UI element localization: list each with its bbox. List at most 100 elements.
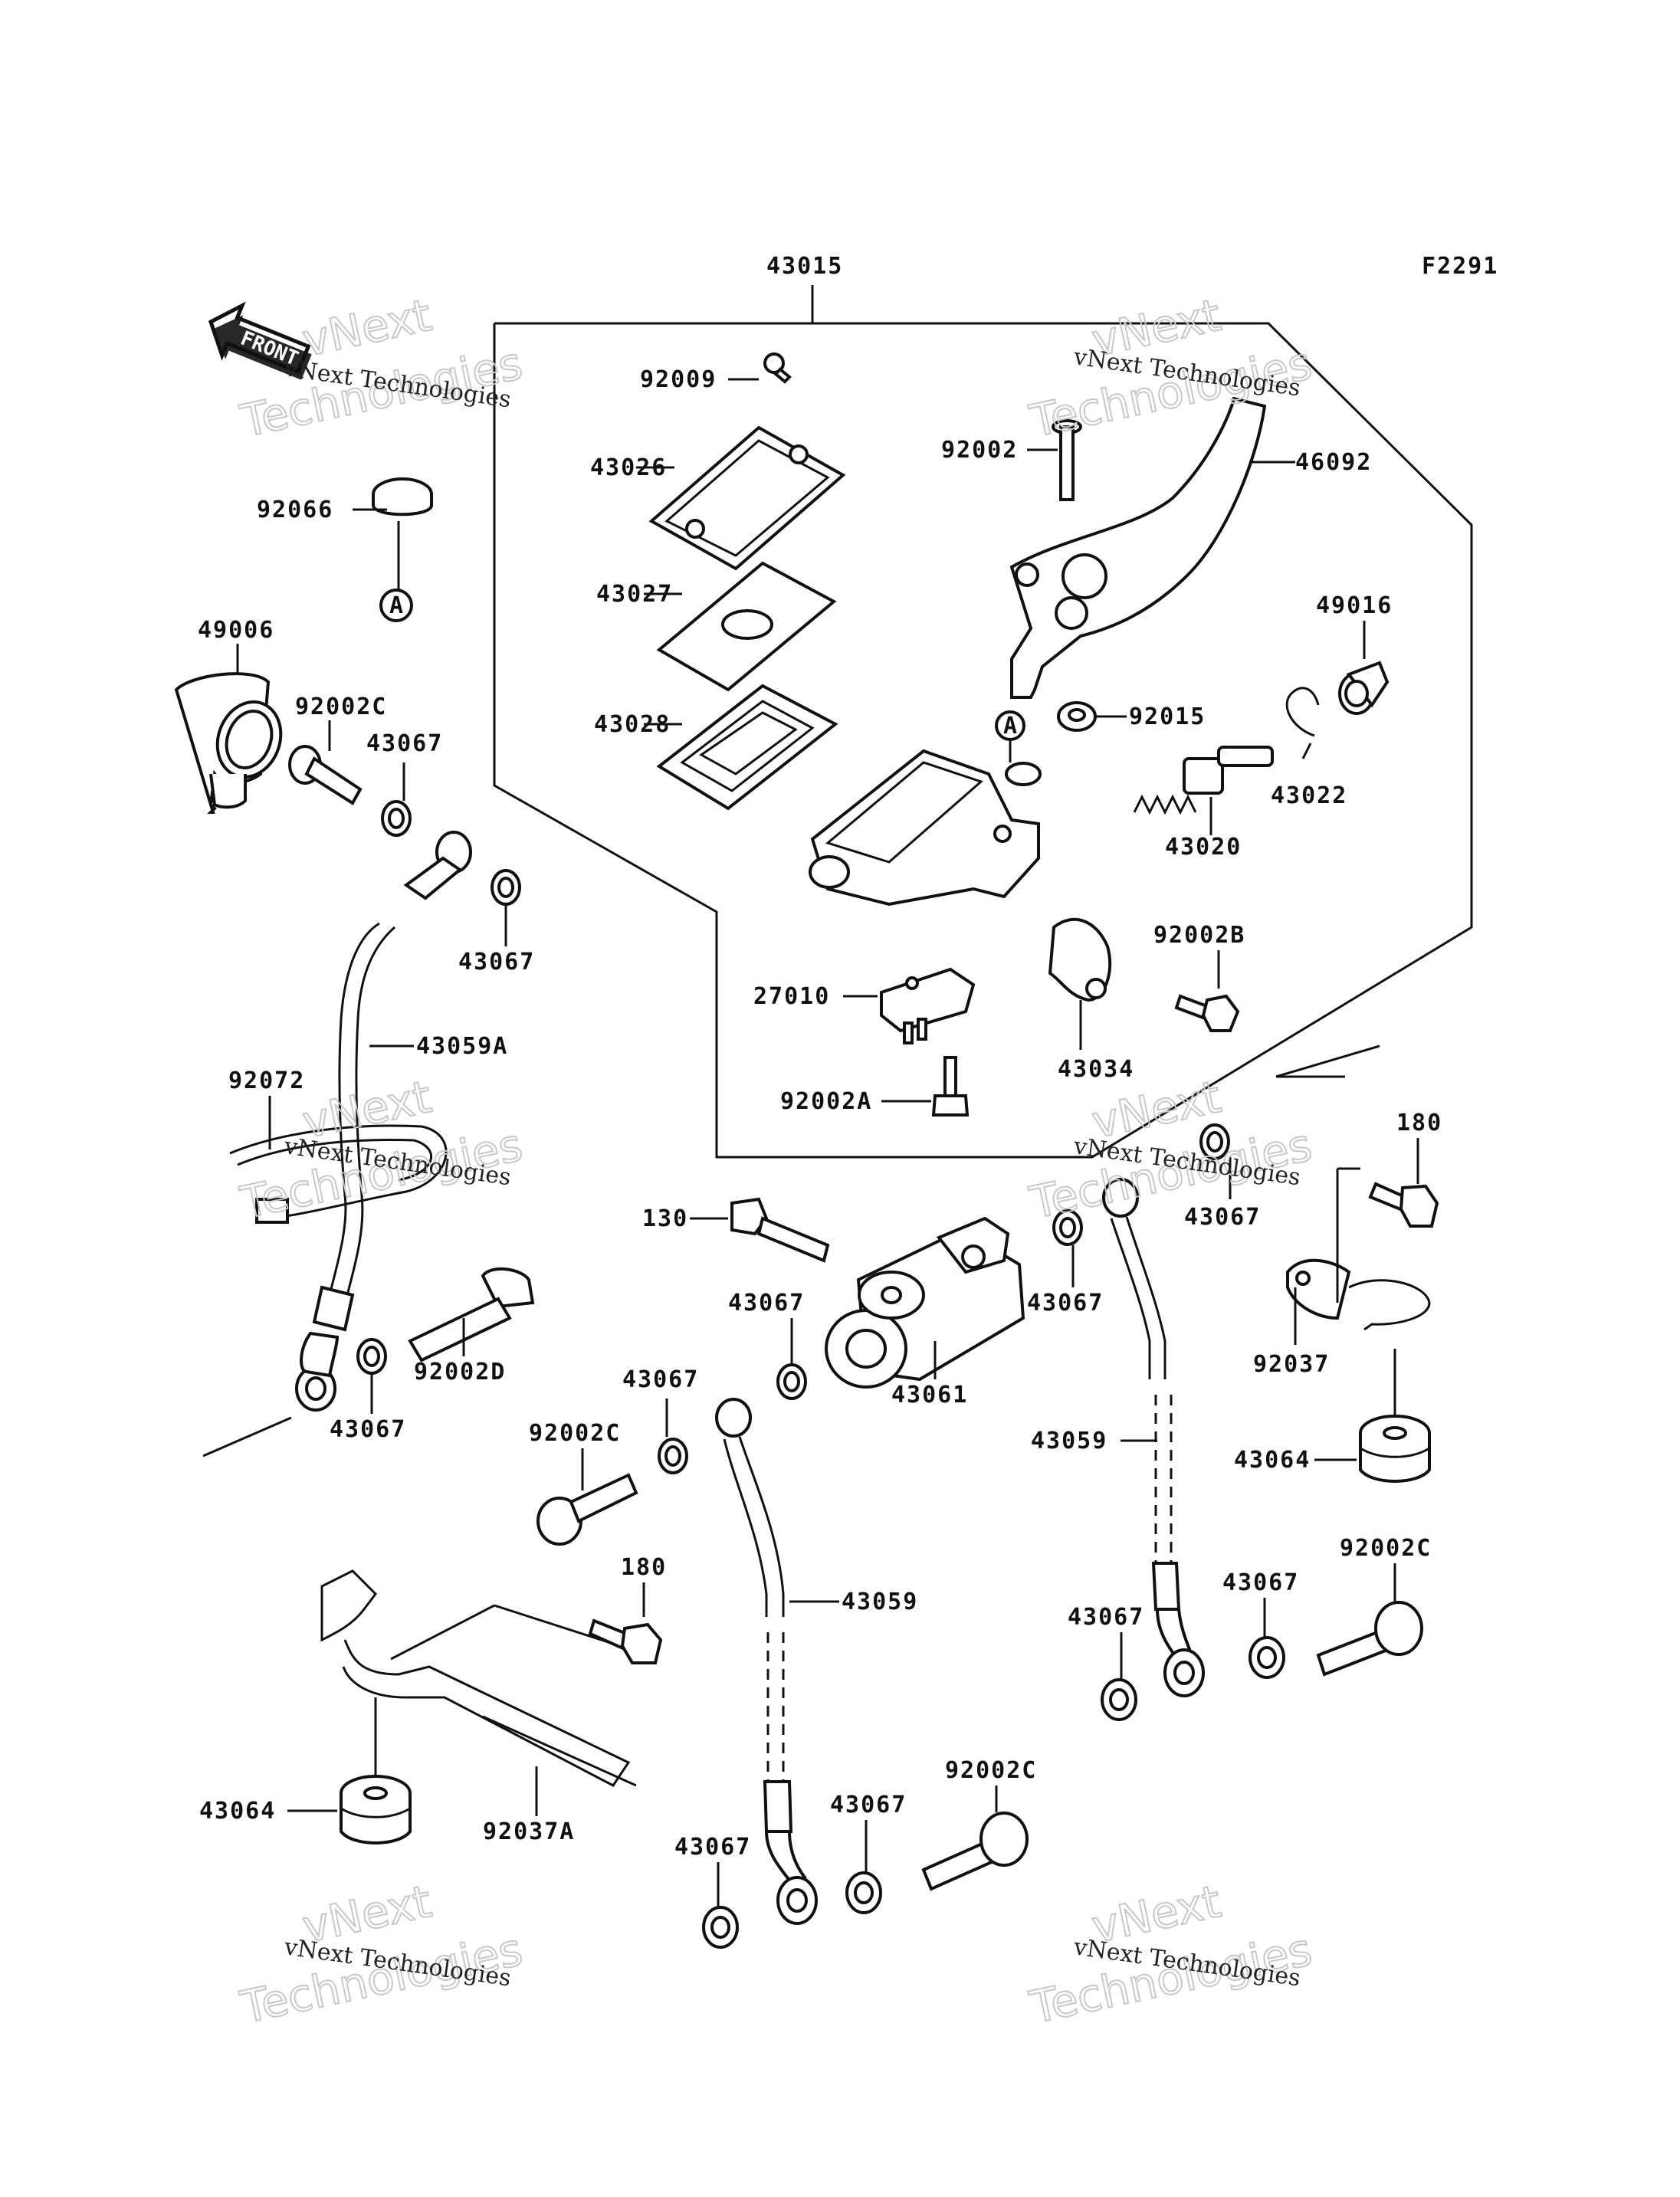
label-43067-e: 43067 (1027, 1290, 1104, 1317)
svg-text:A: A (389, 592, 405, 619)
label-27010: 27010 (753, 983, 830, 1010)
label-43059-b: 43059 (1031, 1428, 1107, 1454)
label-43067-g: 43067 (1184, 1204, 1261, 1231)
bolt-92002B: 92002B (1153, 922, 1245, 1032)
bolt-92002C-bottom: 92002C (921, 1757, 1037, 1891)
label-43067-k: 43067 (1068, 1604, 1144, 1631)
damper-43064-right: 43064 (1234, 1349, 1431, 1483)
washer-43067-f: 43067 (622, 1366, 699, 1474)
label-43064-a: 43064 (199, 1798, 276, 1825)
bolt-130: 130 (642, 1197, 830, 1263)
label-92002C-c: 92002C (1340, 1535, 1432, 1562)
cap-92066: 92066 (257, 477, 433, 590)
washer-43067-e: 43067 (1027, 1209, 1104, 1317)
label-43026: 43026 (590, 454, 667, 481)
washer-43067-g: 43067 (1184, 1044, 1380, 1231)
clamp-92072: 92072 (202, 1067, 448, 1458)
label-49006: 49006 (198, 617, 274, 644)
lever-46092: 46092 (1009, 396, 1372, 699)
bolt-92002C-right: 92002C (1316, 1535, 1432, 1677)
ref-marker-a-top: A (995, 710, 1025, 762)
watermark-mid-right: Technologies vNext vNext Technologies (1025, 1070, 1317, 1230)
bracket-92037: 92037 (1253, 1167, 1431, 1378)
label-43020: 43020 (1165, 834, 1242, 861)
hose-43059-right: 43059 (1031, 1178, 1205, 1697)
figure-code: F2291 (1422, 253, 1498, 280)
watermark-top-right: Technologies vNext vNext Technologies (1025, 288, 1317, 448)
label-43067-b: 43067 (458, 949, 535, 976)
nut-92015: 92015 (1057, 701, 1206, 732)
screw-92009: 92009 (640, 353, 792, 393)
label-92002C-a: 92002C (295, 694, 387, 720)
label-92037A: 92037A (483, 1818, 575, 1845)
washer-43067-l: 43067 (1222, 1569, 1299, 1679)
label-43067-f: 43067 (622, 1366, 699, 1393)
label-92037: 92037 (1253, 1351, 1330, 1378)
piston-43020: 43020 (1133, 746, 1274, 861)
pivot-bolt-92002: 92002 (941, 419, 1082, 501)
label-43015: 43015 (766, 253, 843, 280)
bracket-43034: 43034 (1048, 917, 1134, 1083)
label-43067-a: 43067 (366, 730, 443, 757)
label-92015: 92015 (1129, 703, 1206, 730)
washer-43067-c: 43067 (330, 1338, 406, 1443)
diaphragm-43028: 43028 (594, 684, 838, 811)
assembly-boundary: 43015 (493, 253, 1473, 1159)
label-92002C-b: 92002C (529, 1420, 621, 1447)
watermark-bottom-right: Technologies vNext vNext Technologies (1025, 1874, 1317, 2035)
washer-43067-j: 43067 (830, 1792, 907, 1914)
bracket-92037A: 92037A (320, 1569, 637, 1845)
cylinder-43061: 43061 (825, 1216, 1025, 1408)
cap-49006: 49006 (174, 617, 283, 814)
washer-43067-a: 43067 (366, 730, 443, 837)
watermark-bottom-left: Technologies vNext vNext Technologies (235, 1874, 528, 2035)
washer-43067-k: 43067 (1068, 1604, 1144, 1721)
label-180-b: 180 (621, 1554, 667, 1581)
label-43064-b: 43064 (1234, 1447, 1311, 1474)
bolt-180-lower: 180 (588, 1554, 667, 1664)
label-92002A: 92002A (780, 1088, 872, 1115)
bolt-92002C-center: 92002C (529, 1420, 638, 1546)
bolt-180-upper: 180 (1368, 1110, 1442, 1228)
plate-43027: 43027 (596, 561, 837, 692)
label-180-a: 180 (1396, 1110, 1442, 1136)
label-49016: 49016 (1316, 592, 1393, 619)
washer-43067-i: 43067 (674, 1834, 751, 1949)
svg-text:vNext: vNext (298, 289, 436, 367)
label-46092: 46092 (1295, 449, 1372, 476)
washer-43067-d: 43067 (728, 1290, 807, 1400)
label-43067-l: 43067 (1222, 1569, 1299, 1596)
label-92002D: 92002D (414, 1359, 506, 1385)
screw-92002A: 92002A (780, 1056, 970, 1117)
label-43059A: 43059A (416, 1033, 508, 1060)
hose-43059-center: 43059 (715, 1398, 918, 1925)
switch-27010: 27010 (753, 967, 976, 1044)
label-130: 130 (642, 1205, 688, 1232)
label-43034: 43034 (1058, 1056, 1134, 1083)
circlip-43022: 43022 (1271, 687, 1347, 809)
cap-43026: 43026 (590, 425, 846, 571)
label-92066: 92066 (257, 497, 333, 523)
label-43067-i: 43067 (674, 1834, 751, 1861)
label-43027: 43027 (596, 581, 673, 608)
label-92002: 92002 (941, 437, 1018, 464)
label-92009: 92009 (640, 366, 717, 393)
label-43067-j: 43067 (830, 1792, 907, 1818)
label-43059-a: 43059 (842, 1589, 918, 1615)
label-43067-d: 43067 (728, 1290, 805, 1317)
hose-43059A: 43059A (295, 831, 508, 1412)
label-43061: 43061 (891, 1382, 968, 1408)
label-43022: 43022 (1271, 782, 1347, 809)
washer-43067-b: 43067 (458, 869, 535, 976)
label-92002C-d: 92002C (945, 1757, 1037, 1784)
master-cylinder-body (809, 749, 1042, 907)
label-43028: 43028 (594, 711, 671, 738)
label-92002B: 92002B (1153, 922, 1245, 949)
bolt-92002D: 92002D (408, 1267, 535, 1385)
damper-43064-left: 43064 (199, 1697, 412, 1844)
label-43067-c: 43067 (330, 1416, 406, 1443)
svg-text:A: A (1003, 713, 1019, 739)
label-92072: 92072 (228, 1067, 305, 1094)
boot-49016: 49016 (1316, 592, 1393, 715)
